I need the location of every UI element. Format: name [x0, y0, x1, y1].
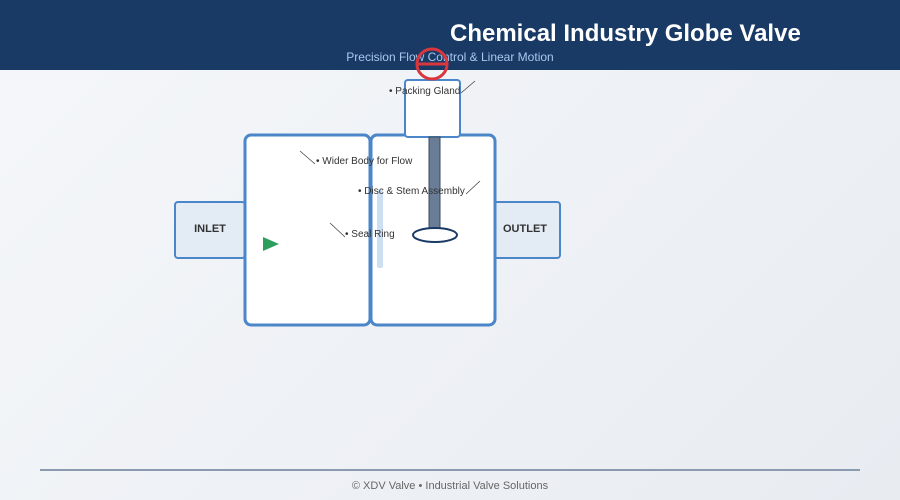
- leader-disc-stem: [465, 180, 481, 195]
- footer-divider: [40, 469, 860, 471]
- label-seal-ring: • Seal Ring: [345, 229, 395, 240]
- label-disc-stem: • Disc & Stem Assembly: [358, 186, 465, 197]
- label-packing-gland: • Packing Gland: [389, 86, 461, 97]
- valve-disc: [412, 227, 458, 243]
- page-title: Chemical Industry Globe Valve: [450, 20, 801, 47]
- valve-stem: [428, 136, 441, 231]
- label-wider-body: • Wider Body for Flow: [316, 156, 413, 167]
- outlet-label: OUTLET: [503, 223, 547, 235]
- handwheel-icon: [415, 47, 449, 81]
- inlet-label: INLET: [194, 223, 226, 235]
- leader-wider-body: [299, 150, 316, 165]
- page-subtitle: Precision Flow Control & Linear Motion: [346, 50, 554, 64]
- leader-seal-ring: [329, 222, 346, 238]
- header-bar: [0, 0, 900, 70]
- flow-arrow-icon: [263, 237, 279, 251]
- leader-packing-gland: [460, 80, 476, 94]
- footer-text: © XDV Valve • Industrial Valve Solutions: [351, 480, 549, 492]
- seal-ring: [377, 190, 383, 268]
